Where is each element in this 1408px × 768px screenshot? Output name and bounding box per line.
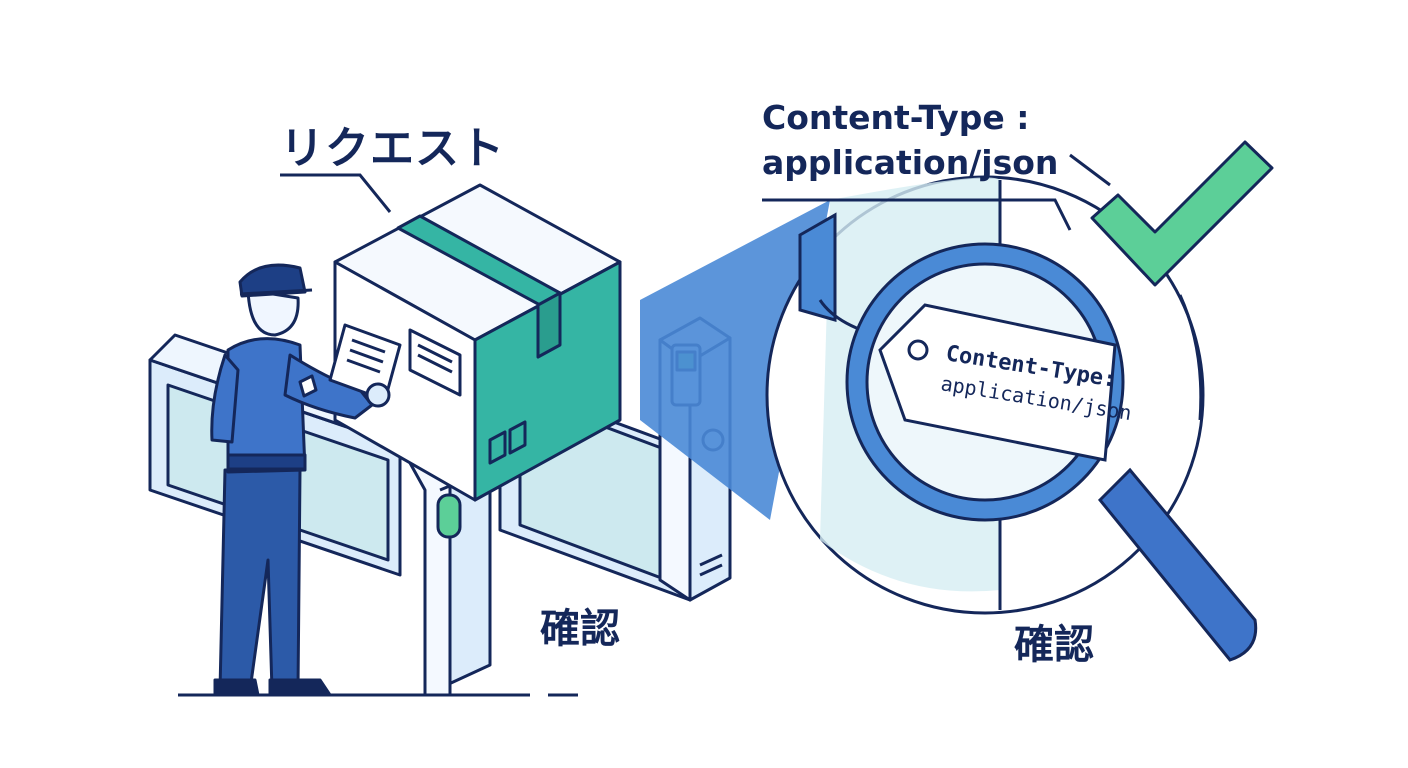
check-label-left: 確認 (540, 606, 620, 652)
request-label: リクエスト (280, 123, 505, 174)
label-tag-icon: Content-Type: application/json (878, 303, 1133, 462)
content-type-header-line2: application/json (762, 143, 1059, 182)
leader-lines (178, 153, 1203, 697)
checkmark-icon (1090, 140, 1274, 287)
content-type-header-line1: Content-Type : (762, 98, 1030, 137)
package-box-icon (333, 183, 622, 502)
check-label-right: 確認 (1014, 622, 1094, 668)
security-guard-icon (210, 263, 402, 697)
